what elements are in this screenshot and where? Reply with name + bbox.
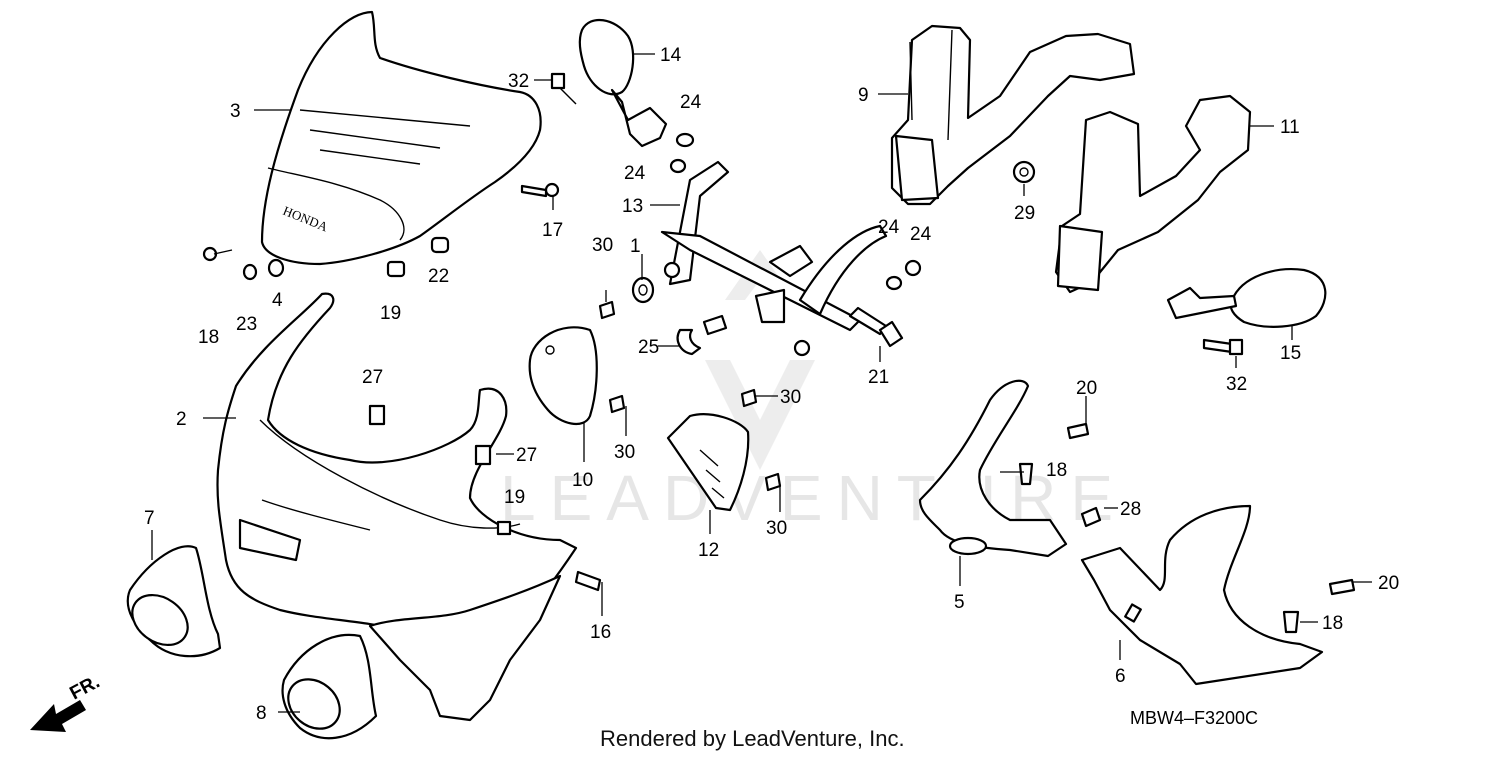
nut-24-c[interactable] [885,275,903,291]
callout-32-b: 32 [1226,374,1247,395]
callout-17: 17 [542,220,563,241]
callout-9: 9 [858,85,869,106]
callout-15: 15 [1280,343,1301,364]
clip-27-b[interactable] [474,444,492,466]
screw-18-c[interactable] [1282,610,1300,634]
callout-10: 10 [572,470,593,491]
screw-30-d[interactable] [764,472,782,492]
washer-23[interactable] [242,263,258,281]
callout-18-b: 18 [1046,460,1067,481]
callout-18-c: 18 [1322,613,1343,634]
screw-20-a[interactable] [1066,422,1090,440]
bolt-32-b[interactable] [1202,338,1244,356]
fr-label: FR. [66,672,103,705]
callout-19-b: 19 [504,487,525,508]
callout-27-b: 27 [516,445,537,466]
callout-18-a: 18 [198,327,219,348]
mirror-right-part[interactable] [1166,268,1327,328]
nut-24-a[interactable] [675,132,695,148]
air-intake-8-part[interactable] [278,633,378,740]
nut-24-d[interactable] [904,259,922,277]
screw-30-b[interactable] [608,394,626,414]
clamp-25[interactable] [676,314,728,356]
screw-16[interactable] [574,570,602,592]
callout-2: 2 [176,409,187,430]
bolt-17[interactable] [520,182,560,198]
callout-12: 12 [698,540,719,561]
callout-25: 25 [638,337,659,358]
callout-6: 6 [1115,666,1126,687]
screw-18-b[interactable] [1018,462,1034,486]
callout-24-c: 24 [878,217,900,238]
callout-28: 28 [1120,499,1141,520]
callout-24-a: 24 [680,92,702,113]
grommet-1[interactable] [631,276,655,304]
callout-5: 5 [954,592,965,613]
nut-24-b[interactable] [669,158,687,174]
screw-30-c[interactable] [740,388,758,408]
callout-20-a: 20 [1076,378,1097,399]
callout-30-d: 30 [766,518,787,539]
front-direction-arrow: FR. [30,672,103,732]
lower-cowl-6-part[interactable] [1080,504,1324,686]
lower-cowl-5-part[interactable] [918,379,1068,558]
callout-30-b: 30 [614,442,635,463]
bolt-21[interactable] [848,306,904,348]
callout-4: 4 [272,290,283,311]
nut-22[interactable] [430,236,450,254]
washer-4[interactable] [267,258,285,278]
fairing-stay-part[interactable] [660,160,888,357]
callout-labels: 1 2 3 4 5 6 7 8 9 10 11 12 13 14 15 16 1… [144,45,1399,724]
leader-lines [151,53,1372,713]
callout-11: 11 [1280,117,1300,138]
screw-19-b[interactable] [496,520,512,536]
mirror-left-part[interactable] [578,18,668,148]
callout-1: 1 [630,236,641,257]
callout-20-b: 20 [1378,573,1399,594]
screw-20-b[interactable] [1328,578,1356,596]
callout-30-a: 30 [592,235,613,256]
air-duct-right-part[interactable] [1054,94,1252,294]
callout-30-c: 30 [780,387,801,408]
clip-27-a[interactable] [368,404,386,426]
bolt-18-a[interactable] [202,246,233,262]
callout-14: 14 [660,45,682,66]
air-intake-7-part[interactable] [123,545,222,658]
callout-32-a: 32 [508,71,529,92]
callout-7: 7 [144,508,155,529]
callout-8: 8 [256,703,267,724]
inner-panel-12-part[interactable] [666,413,750,512]
footer-credit: Rendered by LeadVenture, Inc. [600,726,905,751]
callout-27-a: 27 [362,367,383,388]
clip-29[interactable] [1012,160,1036,184]
callout-24-d: 24 [910,224,932,245]
air-duct-left-part[interactable] [890,24,1136,206]
screw-30-a[interactable] [598,300,616,320]
middle-cowl-part[interactable] [368,574,562,722]
callout-29: 29 [1014,203,1035,224]
diagram-code: MBW4–F3200C [1130,708,1259,728]
callout-3: 3 [230,101,241,122]
clip-28[interactable] [1080,506,1102,528]
bolt-32-a[interactable] [550,72,577,105]
callout-13: 13 [622,196,643,217]
windscreen-part[interactable]: HONDA [260,10,542,266]
callout-22: 22 [428,266,449,287]
callout-24-b: 24 [624,163,646,184]
callout-21: 21 [868,367,889,388]
callout-23: 23 [236,314,257,335]
inner-panel-10-part[interactable] [528,326,598,426]
callout-19-a: 19 [380,303,401,324]
callout-16: 16 [590,622,611,643]
upper-cowl-part[interactable] [216,292,578,638]
nut-19-a[interactable] [386,260,406,278]
